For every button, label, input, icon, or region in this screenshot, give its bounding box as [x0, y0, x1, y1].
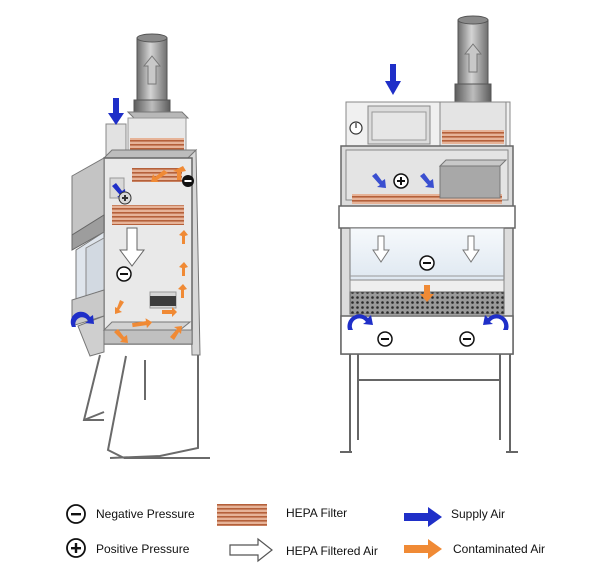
front-inflow-arrow-icon — [483, 314, 509, 330]
supply-air-arrow-icon — [108, 98, 124, 125]
legend-hepa-filtered-air: HEPA Filtered Air — [229, 537, 378, 563]
positive-pressure-icon — [393, 173, 409, 189]
positive-pressure-icon — [66, 538, 86, 558]
supply-air-arrow-icon — [385, 64, 401, 95]
right-cabinet — [338, 15, 518, 453]
contaminated-air-arrow-icon — [420, 285, 434, 302]
hepa-filter-supply-right — [352, 194, 502, 204]
legend-positive-pressure: Positive Pressure — [66, 538, 190, 558]
left-cabinet-legs — [82, 354, 210, 459]
legend-label: Positive Pressure — [96, 542, 190, 556]
legend-label: Negative Pressure — [96, 507, 195, 521]
exhaust-up-arrow-icon — [463, 43, 483, 73]
negative-pressure-icon — [459, 331, 475, 347]
legend: Negative Pressure Positive Pressure HEPA… — [66, 504, 545, 563]
hepa-filter-top-left — [130, 138, 184, 150]
gauge-icon — [349, 121, 363, 135]
hepa-filter-upper-left — [132, 168, 182, 182]
legend-label: Contaminated Air — [453, 542, 545, 556]
hepa-filtered-air-arrow-icon — [119, 227, 145, 267]
legend-contaminated-air: Contaminated Air — [404, 539, 545, 559]
negative-pressure-icon — [419, 255, 435, 271]
hepa-filtered-air-arrow-icon — [372, 235, 390, 263]
contaminated-air-arrows — [114, 166, 188, 343]
legend-supply-air: Supply Air — [404, 507, 505, 527]
positive-pressure-icon — [118, 191, 132, 205]
right-work-window — [349, 227, 505, 281]
hepa-filtered-air-arrow-icon — [462, 235, 480, 263]
legend-hepa-filter: HEPA Filter — [217, 504, 347, 526]
hepa-filter-swatch-icon — [217, 504, 267, 526]
supply-air-inner-arrow-icon — [372, 173, 386, 188]
supply-air-inner-arrow-icon — [420, 173, 434, 188]
contaminated-air-arrow-icon — [404, 539, 442, 559]
front-inflow-arrow-icon — [70, 311, 94, 327]
negative-pressure-icon — [182, 175, 194, 187]
legend-negative-pressure: Negative Pressure — [66, 504, 195, 524]
legend-label: HEPA Filter — [286, 506, 347, 520]
supply-air-arrow-icon — [404, 507, 442, 527]
front-inflow-arrow-icon — [347, 314, 373, 330]
negative-pressure-icon — [377, 331, 393, 347]
left-cabinet — [70, 33, 210, 459]
right-cabinet-legs — [340, 352, 518, 453]
hepa-filtered-air-arrow-icon — [229, 537, 273, 563]
legend-label: Supply Air — [451, 507, 505, 521]
negative-pressure-icon — [66, 504, 86, 524]
hepa-filter-exhaust-right — [442, 130, 504, 144]
negative-pressure-icon — [116, 266, 132, 282]
hepa-filter-supply-left — [112, 205, 184, 225]
legend-label: HEPA Filtered Air — [286, 544, 378, 558]
exhaust-up-arrow-icon — [142, 55, 162, 85]
